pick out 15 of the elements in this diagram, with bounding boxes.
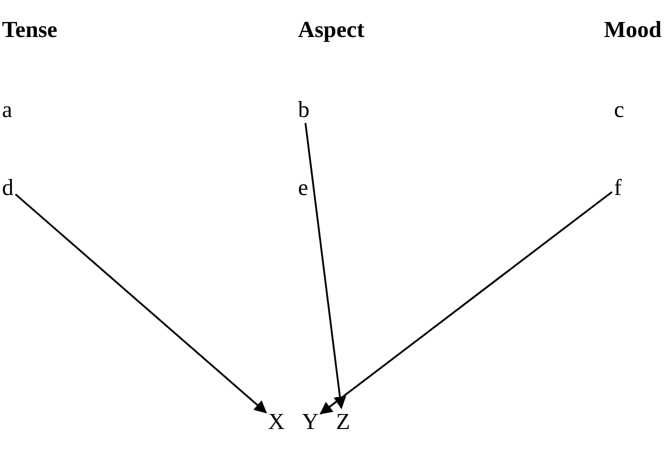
text-label: f (614, 176, 622, 199)
column-heading: Aspect (298, 18, 364, 41)
text-label: e (298, 176, 308, 199)
text-label: d (2, 176, 14, 199)
text-label: a (2, 98, 12, 121)
arrow (14, 194, 267, 414)
arrow (320, 191, 613, 414)
text-label: X (268, 410, 285, 433)
arrow (304, 122, 346, 410)
text-label: c (614, 98, 624, 121)
text-label: Z (336, 410, 350, 433)
text-label: Y (302, 410, 319, 433)
column-heading: Tense (2, 18, 58, 41)
text-label: b (298, 98, 310, 121)
column-heading: Mood (604, 18, 662, 41)
